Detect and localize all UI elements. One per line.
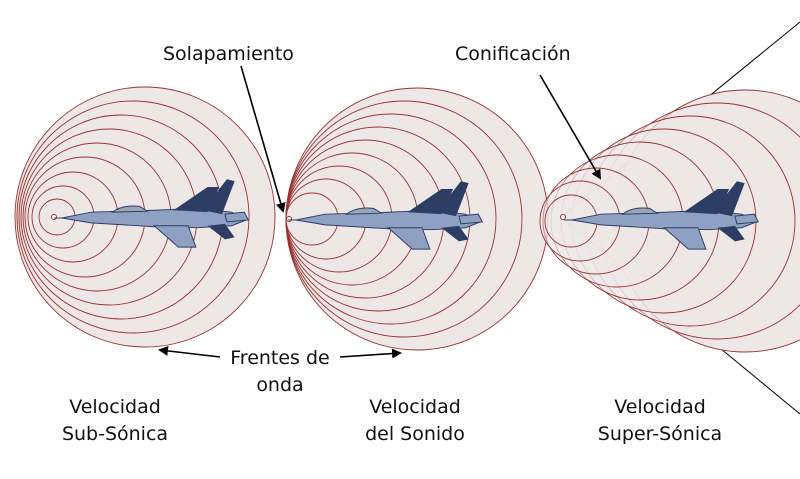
- wavefronts-label-line1: Frentes de: [230, 347, 330, 369]
- sound-source-point: [560, 214, 566, 220]
- cone-arrow: [539, 74, 602, 180]
- wavefront-arrow-left: [158, 345, 221, 358]
- subsonic-label-line2: Sub-Sónica: [61, 423, 169, 445]
- sound-source-point: [286, 216, 292, 222]
- cone-label: Conificación: [455, 43, 571, 65]
- sonic-label-line2: del Sonido: [365, 423, 465, 445]
- sonic-wavefronts: [285, 87, 549, 351]
- wavefronts-label-line2: onda: [256, 374, 304, 396]
- overlap-arrow: [240, 65, 286, 213]
- overlap-label: Solapamiento: [163, 43, 294, 65]
- supersonic-label-line2: Super-Sónica: [597, 423, 723, 445]
- wavefront-arrow-right: [339, 348, 402, 359]
- supersonic-label-line1: Velocidad: [614, 396, 706, 418]
- sound-source-point: [51, 214, 57, 220]
- subsonic-label-line1: Velocidad: [69, 396, 161, 418]
- sonic-label-line1: Velocidad: [369, 396, 461, 418]
